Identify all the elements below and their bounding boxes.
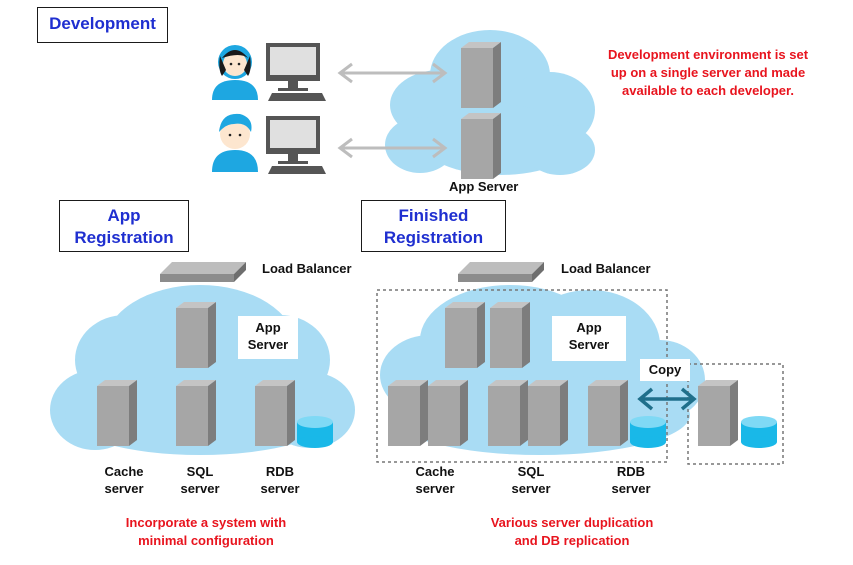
finished-registration-title: Finished Registration xyxy=(361,200,506,252)
cache-left-line2: server xyxy=(104,481,144,496)
server-icon xyxy=(461,113,501,179)
app-registration-title-line2: Registration xyxy=(74,228,174,247)
server-icon xyxy=(176,302,216,368)
server-icon xyxy=(97,380,137,446)
development-note-line1: Development environment is set xyxy=(607,47,809,62)
connection-arrow xyxy=(337,62,448,159)
rdb-server-label-left: RDB server xyxy=(256,463,304,497)
rdb-right-line1: RDB xyxy=(616,464,646,479)
sql-right-line1: SQL xyxy=(517,464,545,479)
rdb-left-line1: RDB xyxy=(265,464,295,479)
female-developer-icon xyxy=(212,45,258,100)
load-balancer-icon xyxy=(458,262,544,282)
app-server-label-right: App Server xyxy=(552,316,626,361)
server-icon xyxy=(428,380,468,446)
load-balancer-label-left: Load Balancer xyxy=(262,261,352,276)
app-server-left-line2: Server xyxy=(247,337,289,352)
left-note-line1: Incorporate a system with xyxy=(125,515,287,530)
database-icon xyxy=(630,416,666,448)
desktop-computer-icon xyxy=(266,116,326,174)
cache-right-line2: server xyxy=(415,481,455,496)
app-server-right-line1: App xyxy=(576,320,602,335)
database-icon xyxy=(741,416,777,448)
server-icon xyxy=(698,380,738,446)
sql-server-label-left: SQL server xyxy=(176,463,224,497)
server-icon xyxy=(176,380,216,446)
server-icon xyxy=(490,302,530,368)
sql-left-line2: server xyxy=(180,481,220,496)
right-note: Various server duplication and DB replic… xyxy=(452,514,692,550)
male-developer-icon xyxy=(212,113,258,172)
development-note-line2: up on a single server and made xyxy=(610,65,806,80)
right-note-line2: and DB replication xyxy=(514,533,630,548)
left-note: Incorporate a system with minimal config… xyxy=(86,514,326,550)
cache-right-line1: Cache xyxy=(415,464,455,479)
database-icon xyxy=(297,416,333,448)
development-note: Development environment is set up on a s… xyxy=(588,46,828,100)
copy-arrow xyxy=(637,387,697,411)
app-server-label: App Server xyxy=(449,179,519,194)
finished-registration-title-line1: Finished xyxy=(398,206,469,225)
right-note-line1: Various server duplication xyxy=(490,515,654,530)
app-server-label-left: App Server xyxy=(238,316,298,359)
load-balancer-icon xyxy=(160,262,246,282)
rdb-right-line2: server xyxy=(611,481,651,496)
copy-label: Copy xyxy=(640,359,690,381)
sql-left-line1: SQL xyxy=(186,464,214,479)
server-icon xyxy=(461,42,501,108)
development-note-line3: available to each developer. xyxy=(622,83,794,98)
rdb-left-line2: server xyxy=(260,481,300,496)
cache-server-label-right: Cache server xyxy=(410,463,460,497)
app-registration-title-line1: App xyxy=(107,206,141,225)
cluster-boundary xyxy=(376,289,668,463)
cache-left-line1: Cache xyxy=(104,464,144,479)
sql-right-line2: server xyxy=(511,481,551,496)
server-icon xyxy=(588,380,628,446)
app-registration-title: App Registration xyxy=(59,200,189,252)
server-icon xyxy=(445,302,485,368)
load-balancer-label-right: Load Balancer xyxy=(561,261,651,276)
app-server-left-line1: App xyxy=(255,320,281,335)
left-note-line2: minimal configuration xyxy=(138,533,274,548)
replica-boundary xyxy=(687,363,784,465)
finished-registration-title-line2: Registration xyxy=(383,228,484,247)
server-icon xyxy=(488,380,528,446)
desktop-computer-icon xyxy=(266,43,326,101)
server-icon xyxy=(255,380,295,446)
app-server-right-line2: Server xyxy=(568,337,610,352)
sql-server-label-right: SQL server xyxy=(506,463,556,497)
development-title: Development xyxy=(37,7,168,43)
server-icon xyxy=(528,380,568,446)
server-icon xyxy=(388,380,428,446)
rdb-server-label-right: RDB server xyxy=(606,463,656,497)
cache-server-label-left: Cache server xyxy=(100,463,148,497)
